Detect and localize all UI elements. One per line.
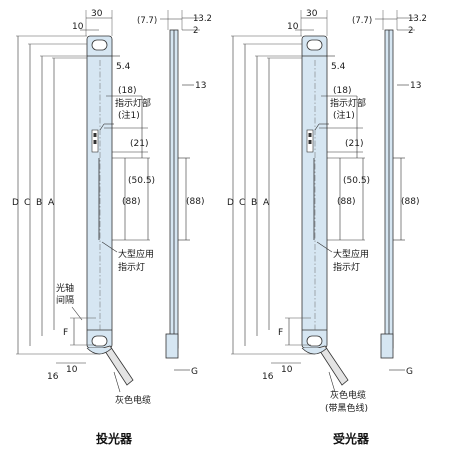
large-indicator-label-2: 指示灯: [118, 261, 145, 273]
dim-G: G: [406, 367, 413, 377]
dim-10-bottom: 10: [281, 365, 293, 375]
dim-16: 16: [262, 372, 274, 382]
pitch-label-2: 间隔: [56, 294, 74, 306]
mounting-hole-top: [91, 39, 108, 51]
dim-B: B: [36, 198, 42, 208]
dim-13: 13: [410, 81, 421, 91]
dim-13-2: 13.2: [193, 14, 212, 24]
dim-88: (88): [337, 197, 355, 207]
dim-C: C: [239, 198, 245, 208]
dim-A: A: [48, 198, 55, 208]
dim-B: B: [251, 198, 257, 208]
emitter-side-view: (7.7) 13.2 2 13 (88) G: [137, 10, 212, 377]
indicator-label: 指示灯部: [115, 97, 151, 109]
leader: [314, 123, 320, 131]
emitter-front-view: 30 10 D C B A 5.4: [12, 9, 155, 446]
emitter-body: [86, 35, 113, 349]
dim-t2: 2: [408, 26, 413, 36]
cable-label: 灰色电缆: [115, 394, 151, 406]
receiver-body: [301, 35, 328, 349]
mounting-hole-bottom: [306, 335, 323, 347]
indicator-led: [93, 140, 97, 144]
dim-5-4: 5.4: [116, 62, 131, 72]
leader: [328, 371, 336, 393]
dim-13: 13: [195, 81, 206, 91]
dim-21: (21): [130, 139, 148, 149]
dim-88: (88): [122, 197, 140, 207]
cable: [317, 345, 349, 386]
indicator-led: [93, 133, 97, 137]
indicator-led: [308, 133, 312, 137]
dim-50-5: (50.5): [128, 176, 155, 186]
dim-30: 30: [91, 9, 103, 19]
dim-88-side: (88): [186, 197, 204, 207]
cable-label: 灰色电缆: [330, 389, 366, 401]
cable: [102, 345, 134, 386]
side-bracket: [165, 333, 179, 359]
dim-5-4: 5.4: [331, 62, 346, 72]
leader: [316, 241, 333, 253]
dim-10: 10: [287, 22, 299, 32]
large-indicator-label-2: 指示灯: [333, 261, 360, 273]
dim-10-bottom: 10: [66, 365, 78, 375]
dim-88-side: (88): [401, 197, 419, 207]
indicator-label: 指示灯部: [330, 97, 366, 109]
dim-F: F: [63, 328, 68, 338]
dim-C: C: [24, 198, 30, 208]
mounting-hole-top: [306, 39, 323, 51]
pitch-label: 光轴: [56, 282, 74, 294]
dim-13-2: 13.2: [408, 14, 427, 24]
dim-G: G: [191, 367, 198, 377]
mounting-hole-bottom: [91, 335, 108, 347]
receiver-side-view: (7.7) 13.2 2 13 (88) G: [352, 10, 427, 377]
receiver-front-view: 30 10 D C B A 5.4 (18) 指示灯部 (注1): [227, 9, 370, 446]
dim-D: D: [12, 198, 19, 208]
dim-30: 30: [306, 9, 318, 19]
emitter-title: 投光器: [96, 431, 133, 446]
leader: [99, 123, 105, 131]
dim-D: D: [227, 198, 234, 208]
large-indicator-label: 大型应用: [333, 248, 369, 260]
leader: [101, 241, 118, 253]
indicator-note: (注1): [333, 109, 355, 121]
dim-7-7: (7.7): [137, 16, 157, 26]
side-bracket: [380, 333, 394, 359]
dim-F: F: [278, 328, 283, 338]
receiver-title: 受光器: [333, 431, 370, 446]
indicator-led: [308, 140, 312, 144]
dim-50-5: (50.5): [343, 176, 370, 186]
dim-21: (21): [345, 139, 363, 149]
large-indicator-label: 大型应用: [118, 248, 154, 260]
dim-16: 16: [47, 372, 59, 382]
leader: [113, 371, 121, 393]
dim-10: 10: [72, 22, 84, 32]
dim-18: (18): [333, 86, 351, 96]
cable-label-2: (带黑色线): [325, 402, 368, 414]
dim-18: (18): [118, 86, 136, 96]
indicator-note: (注1): [118, 109, 140, 121]
dim-A: A: [263, 198, 270, 208]
dim-t2: 2: [193, 26, 198, 36]
dim-7-7: (7.7): [352, 16, 372, 26]
